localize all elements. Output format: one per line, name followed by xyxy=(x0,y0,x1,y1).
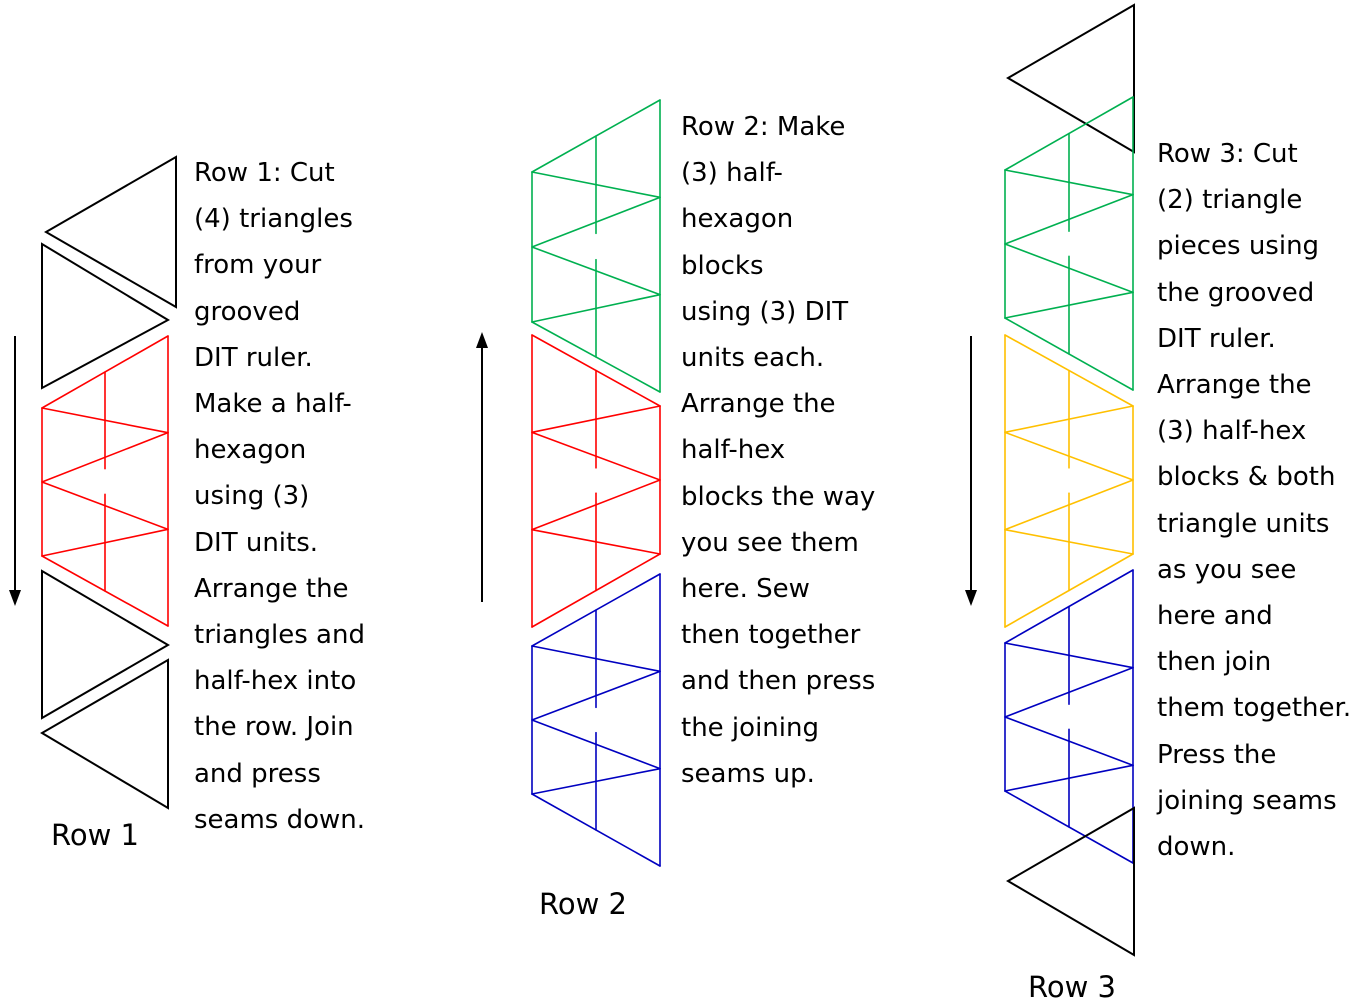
instruction-line: Row 3: Cut xyxy=(1157,139,1298,169)
instruction-line: DIT ruler. xyxy=(1157,323,1276,354)
instruction-line: here. Sew xyxy=(681,574,810,605)
instruction-line: the row. Join xyxy=(194,712,354,743)
row-2-half-hex-red xyxy=(531,334,661,628)
instruction-line: DIT ruler. xyxy=(194,342,313,373)
instruction-line: (3) half- xyxy=(681,158,783,189)
row-3-instructions: Row 3: Cut (2) triangle pieces using the gr… xyxy=(1157,131,1351,870)
instruction-line: Row 2: Make xyxy=(681,112,846,142)
instruction-line: here and xyxy=(1157,601,1273,632)
row-1-half-hex-red xyxy=(41,335,169,627)
instruction-line: triangle units xyxy=(1157,508,1330,539)
instruction-line: half-hex xyxy=(681,435,786,466)
row-1-triangle-4 xyxy=(40,658,169,810)
instruction-line: (2) triangle xyxy=(1157,185,1303,216)
instruction-line: then join xyxy=(1157,647,1272,678)
row-3-blocks xyxy=(1004,3,1135,957)
instruction-line: Arrange the xyxy=(681,389,836,420)
row-2-half-hex-green xyxy=(531,99,661,393)
row-3-label: Row 3 xyxy=(1028,970,1116,1004)
instruction-line: hexagon xyxy=(681,204,794,235)
instruction-line: blocks the way xyxy=(681,481,876,512)
row-2-blocks xyxy=(531,99,661,867)
instruction-line: as you see xyxy=(1157,554,1297,585)
instruction-line: half-hex into xyxy=(194,666,357,697)
instruction-line: down. xyxy=(1157,832,1236,863)
row-1-triangle-2 xyxy=(41,242,171,390)
instruction-line: then together xyxy=(681,620,861,651)
row-1-triangle-1 xyxy=(43,155,177,309)
instruction-line: and press xyxy=(194,758,321,789)
instruction-line: using (3) xyxy=(194,481,310,512)
instruction-line: hexagon xyxy=(194,435,307,466)
row-2-half-hex-blue xyxy=(531,573,661,867)
row-3-triangle-2 xyxy=(1006,806,1135,957)
row-2-arrow-up-icon xyxy=(476,332,488,348)
row-3-half-hex-yellow xyxy=(1004,334,1134,628)
row-3-triangle-1 xyxy=(1006,3,1135,154)
instruction-line: blocks & both xyxy=(1157,462,1336,493)
row-2-label: Row 2 xyxy=(539,887,627,921)
instruction-line: Arrange the xyxy=(194,573,349,604)
instruction-line: grooved xyxy=(194,296,301,327)
row-1-triangle-3 xyxy=(41,569,170,720)
instruction-line: joining seams xyxy=(1157,785,1337,816)
row-3-half-hex-green xyxy=(1004,96,1134,391)
instruction-line: them together. xyxy=(1157,693,1352,724)
instruction-line: Arrange the xyxy=(1157,370,1312,401)
instruction-line: triangles and xyxy=(194,620,365,651)
instruction-line: the grooved xyxy=(1157,277,1315,308)
instruction-line: (3) half-hex xyxy=(1157,416,1307,447)
instruction-line: the joining xyxy=(681,712,819,743)
row-1-label: Row 1 xyxy=(51,818,139,852)
instruction-line: (4) triangles xyxy=(194,204,353,235)
instruction-line: Make a half- xyxy=(194,389,352,420)
instruction-line: using (3) DIT xyxy=(681,296,849,327)
instruction-line: Row 1: Cut xyxy=(194,158,335,188)
instruction-line: and then press xyxy=(681,666,876,697)
row-2-instructions: Row 2: Make (3) half-hexagon blocks using (… xyxy=(681,104,875,797)
instruction-line: DIT units. xyxy=(194,527,319,558)
row-1-blocks xyxy=(40,155,177,810)
instruction-line: pieces using xyxy=(1157,231,1320,262)
instruction-line: seams up. xyxy=(681,758,815,789)
instruction-line: seams down. xyxy=(194,804,366,835)
instruction-line: units each. xyxy=(681,343,825,374)
instruction-line: you see them xyxy=(681,527,859,558)
instruction-line: Press the xyxy=(1157,739,1277,770)
row-1-arrow-down-icon xyxy=(9,590,21,606)
instruction-line: from your xyxy=(194,250,322,281)
row-3-arrow-down-icon xyxy=(965,590,977,606)
instruction-line: blocks xyxy=(681,250,764,281)
